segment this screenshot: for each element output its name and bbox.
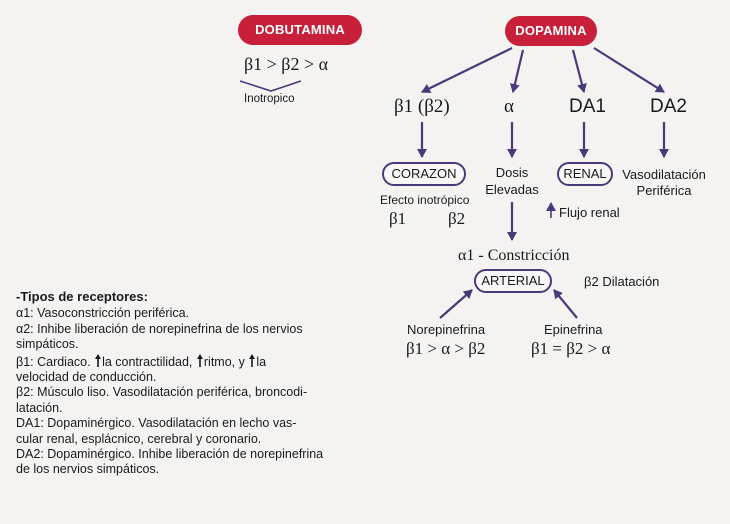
dosis-label: Dosis	[495, 165, 529, 180]
arterial-oval: ARTERIAL	[474, 269, 552, 293]
arrow-epinefrina-arterial	[553, 289, 578, 319]
norepinefrina-order: β1 > α > β2	[406, 339, 486, 358]
arrow-dopamina-da1	[571, 49, 587, 93]
inotropico-label: Inotropico	[244, 93, 295, 105]
legend-da1-line2: cular renal, esplácnico, cerebral y coro…	[16, 431, 262, 446]
legend-da2-line1: DA2: Dopaminérgico. Inhibe liberación de…	[16, 447, 324, 462]
legend-beta1-line1: β1: Cardiaco. la contractilidad, ritmo, …	[16, 353, 366, 370]
legend-alpha2-line2: simpáticos.	[16, 337, 79, 352]
up-arrow-icon	[95, 353, 102, 367]
legend-beta2-line1: β2: Músculo liso. Vasodilatación perifér…	[16, 385, 308, 400]
legend-da2-line2: de los nervios simpáticos.	[16, 462, 160, 477]
inotropico-bracket	[239, 80, 302, 92]
legend-beta1-ritmo: ritmo, y	[203, 354, 245, 369]
epinefrina-order: β1 = β2 > α	[531, 339, 611, 358]
arrow-norepinefrina-arterial	[439, 289, 473, 319]
norepinefrina-label: Norepinefrina	[407, 322, 486, 337]
renal-oval: RENAL	[557, 162, 613, 186]
receptor-beta1-beta2: β1 (β2)	[394, 96, 450, 117]
receptor-da1: DA1	[569, 96, 606, 117]
legend-beta2-line2: latación.	[16, 400, 63, 415]
legend-beta1-contractilidad: la contractilidad,	[102, 354, 193, 369]
dobutamina-receptor-order: β1 > β2 > α	[244, 54, 329, 74]
legend-beta1-prefix: β1: Cardiaco.	[16, 354, 91, 369]
periferica-label: Periférica	[636, 183, 692, 198]
corazon-oval: CORAZON	[382, 162, 466, 186]
receptor-alpha: α	[504, 96, 514, 117]
legend-beta1-end: la	[256, 354, 267, 369]
legend-da1-line1: DA1: Dopaminérgico. Vasodilatación en le…	[16, 416, 297, 431]
receptor-da2: DA2	[650, 96, 687, 117]
elevadas-label: Elevadas	[485, 182, 539, 197]
corazon-beta2: β2	[448, 209, 466, 228]
up-arrow-icon	[249, 353, 256, 367]
arrow-dopamina-da2	[593, 47, 665, 93]
vasodilatacion-label: Vasodilatación	[622, 167, 706, 182]
legend-alpha1: α1: Vasoconstricción periférica.	[16, 306, 190, 321]
receptor-types-legend: -Tipos de receptores: α1: Vasoconstricci…	[16, 289, 366, 478]
efecto-inotropico-label: Efecto inotrópico	[380, 193, 470, 207]
arrow-dopamina-beta1	[421, 47, 513, 93]
alpha1-constriccion-text: α1 - Constricción	[458, 247, 570, 264]
flujo-renal-label: Flujo renal	[559, 205, 620, 220]
beta2-dilatacion-label: β2 Dilatación	[584, 274, 660, 289]
legend-alpha2-line1: α2: Inhibe liberación de norepinefrina d…	[16, 321, 303, 336]
up-arrow-icon	[196, 353, 203, 367]
epinefrina-label: Epinefrina	[544, 322, 603, 337]
alpha1-constriccion-label: α1 - Constricción	[458, 248, 569, 264]
legend-title: -Tipos de receptores:	[16, 289, 148, 304]
dobutamina-label: DOBUTAMINA	[238, 15, 362, 45]
arrow-dopamina-alpha	[509, 49, 525, 93]
corazon-beta1: β1	[389, 209, 407, 228]
dopamina-label: DOPAMINA	[505, 16, 597, 46]
legend-beta1-line2: velocidad de conducción.	[16, 370, 157, 385]
